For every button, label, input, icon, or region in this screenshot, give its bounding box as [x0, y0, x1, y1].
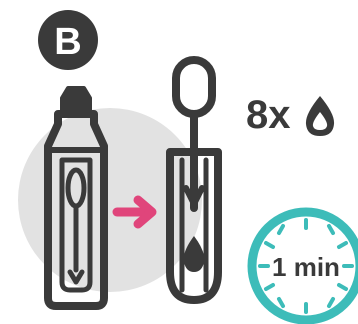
step-badge: B	[38, 10, 98, 70]
timer-label: 1 min	[272, 252, 340, 282]
drop-icon	[306, 96, 334, 136]
step-badge-letter: B	[54, 21, 81, 63]
drop-count: 8x	[246, 93, 291, 137]
